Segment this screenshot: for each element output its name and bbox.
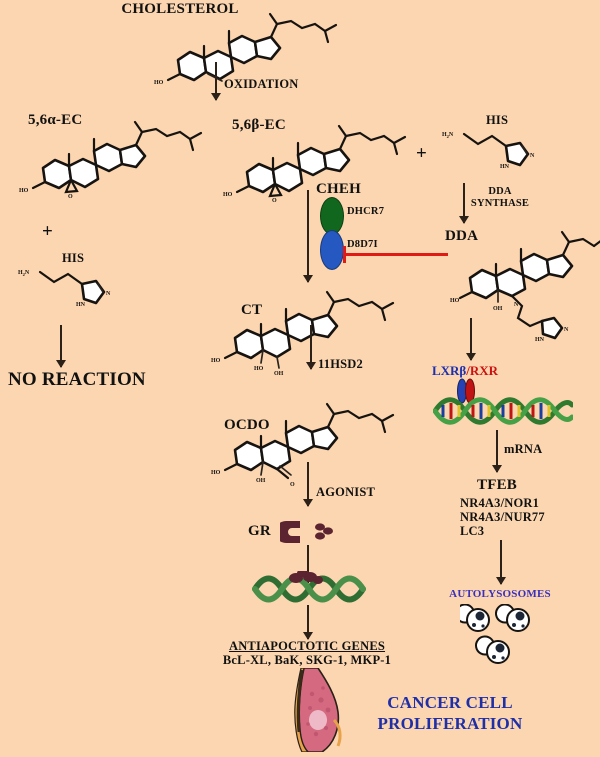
dna-helix-right-icon (432, 396, 575, 431)
label-autolysosomes: AUTOLYSOSOMES (449, 588, 551, 600)
cholesterol-structure-icon: HO (150, 8, 350, 90)
svg-text:HO: HO (450, 298, 460, 304)
label-d8d7i: D8D7I (347, 239, 378, 250)
label-tfeb: TFEB (477, 477, 517, 493)
label-agonist: AGONIST (316, 485, 376, 499)
svg-text:OH: OH (493, 306, 503, 312)
label-plus-right: + (416, 143, 428, 164)
svg-text:HO: HO (19, 188, 29, 194)
ocdo-structure-icon: HO OH O (210, 400, 395, 490)
svg-text:HO: HO (211, 358, 221, 364)
label-ct: CT (241, 302, 263, 318)
dda-structure-icon: HO OH N N HN (450, 226, 600, 346)
label-lxr-slash: / (466, 363, 470, 378)
label-lc3: LC3 (460, 524, 485, 538)
label-lxr-rxr: LXRβ/RXR (432, 362, 498, 380)
svg-text:O: O (272, 198, 277, 204)
breast-tumor-icon (288, 667, 358, 757)
svg-text:HO: HO (223, 192, 233, 198)
alpha-ec-structure-icon: HO O (18, 118, 208, 200)
svg-text:HO: HO (154, 80, 164, 86)
lxr-rxr-dimer-icon (453, 378, 479, 404)
histamine-structure-right-icon: H2N N HN (442, 124, 552, 182)
label-cancer-line1: CANCER CELL (387, 693, 513, 712)
svg-text:HN: HN (535, 337, 545, 343)
label-nr4a3-nor1: NR4A3/NOR1 (460, 496, 540, 510)
label-dda: DDA (445, 228, 479, 244)
svg-text:HN: HN (76, 302, 86, 308)
label-oxidation: OXIDATION (224, 77, 299, 91)
svg-text:N: N (514, 302, 519, 308)
beta-ec-structure-icon: HO O (222, 122, 412, 204)
gr-receptor-icon (275, 519, 340, 550)
ct-structure-icon: HO HO OH (210, 288, 395, 377)
label-dhcr7: DHCR7 (347, 206, 385, 217)
d8d7i-icon (320, 230, 344, 270)
label-lxr: LXRβ (431, 363, 467, 378)
label-gene-list: BcL-XL, BaK, SKG-1, MKP-1 (222, 653, 392, 667)
svg-text:OH: OH (274, 371, 284, 377)
autolysosome-group-icon (455, 603, 550, 671)
dna-helix-center-icon (252, 569, 368, 608)
svg-text:H2N: H2N (442, 132, 454, 139)
svg-text:H2N: H2N (18, 270, 30, 277)
label-his-left: HIS (62, 251, 85, 265)
label-gr: GR (248, 523, 271, 539)
label-antiapoptotic-genes: ANTIAPOCTOTIC GENES (228, 639, 386, 653)
svg-text:O: O (290, 482, 295, 488)
label-11hsd2: 11HSD2 (318, 357, 363, 371)
label-ocdo: OCDO (224, 417, 270, 433)
label-rxr: RXR (469, 363, 499, 378)
label-his-right: HIS (486, 113, 509, 127)
label-mrna: mRNA (504, 442, 543, 456)
label-cancer-line2: PROLIFERATION (377, 714, 523, 733)
label-dda-synthase-line1: DDA (488, 186, 512, 197)
svg-text:N: N (530, 153, 535, 159)
label-cholesterol: CHOLESTEROL (121, 1, 239, 17)
svg-text:HO: HO (211, 470, 221, 476)
label-dda-synthase-line2: SYNTHASE (470, 198, 530, 209)
svg-text:HO: HO (254, 366, 264, 372)
svg-text:O: O (68, 194, 73, 200)
label-plus-left: + (42, 221, 54, 242)
svg-text:OH: OH (256, 478, 266, 484)
svg-text:N: N (106, 291, 111, 297)
label-cheh: CHEH (316, 181, 361, 197)
histamine-structure-left-icon: H2N N HN (18, 262, 128, 320)
label-nr4a3-nur77: NR4A3/NUR77 (460, 510, 545, 524)
dhcr7-icon (320, 197, 344, 235)
svg-text:HN: HN (500, 164, 510, 170)
label-alpha-ec: 5,6α-EC (28, 112, 83, 128)
label-beta-ec: 5,6β-EC (232, 117, 286, 133)
label-no-reaction: NO REACTION (8, 369, 146, 390)
svg-text:N: N (564, 327, 569, 333)
